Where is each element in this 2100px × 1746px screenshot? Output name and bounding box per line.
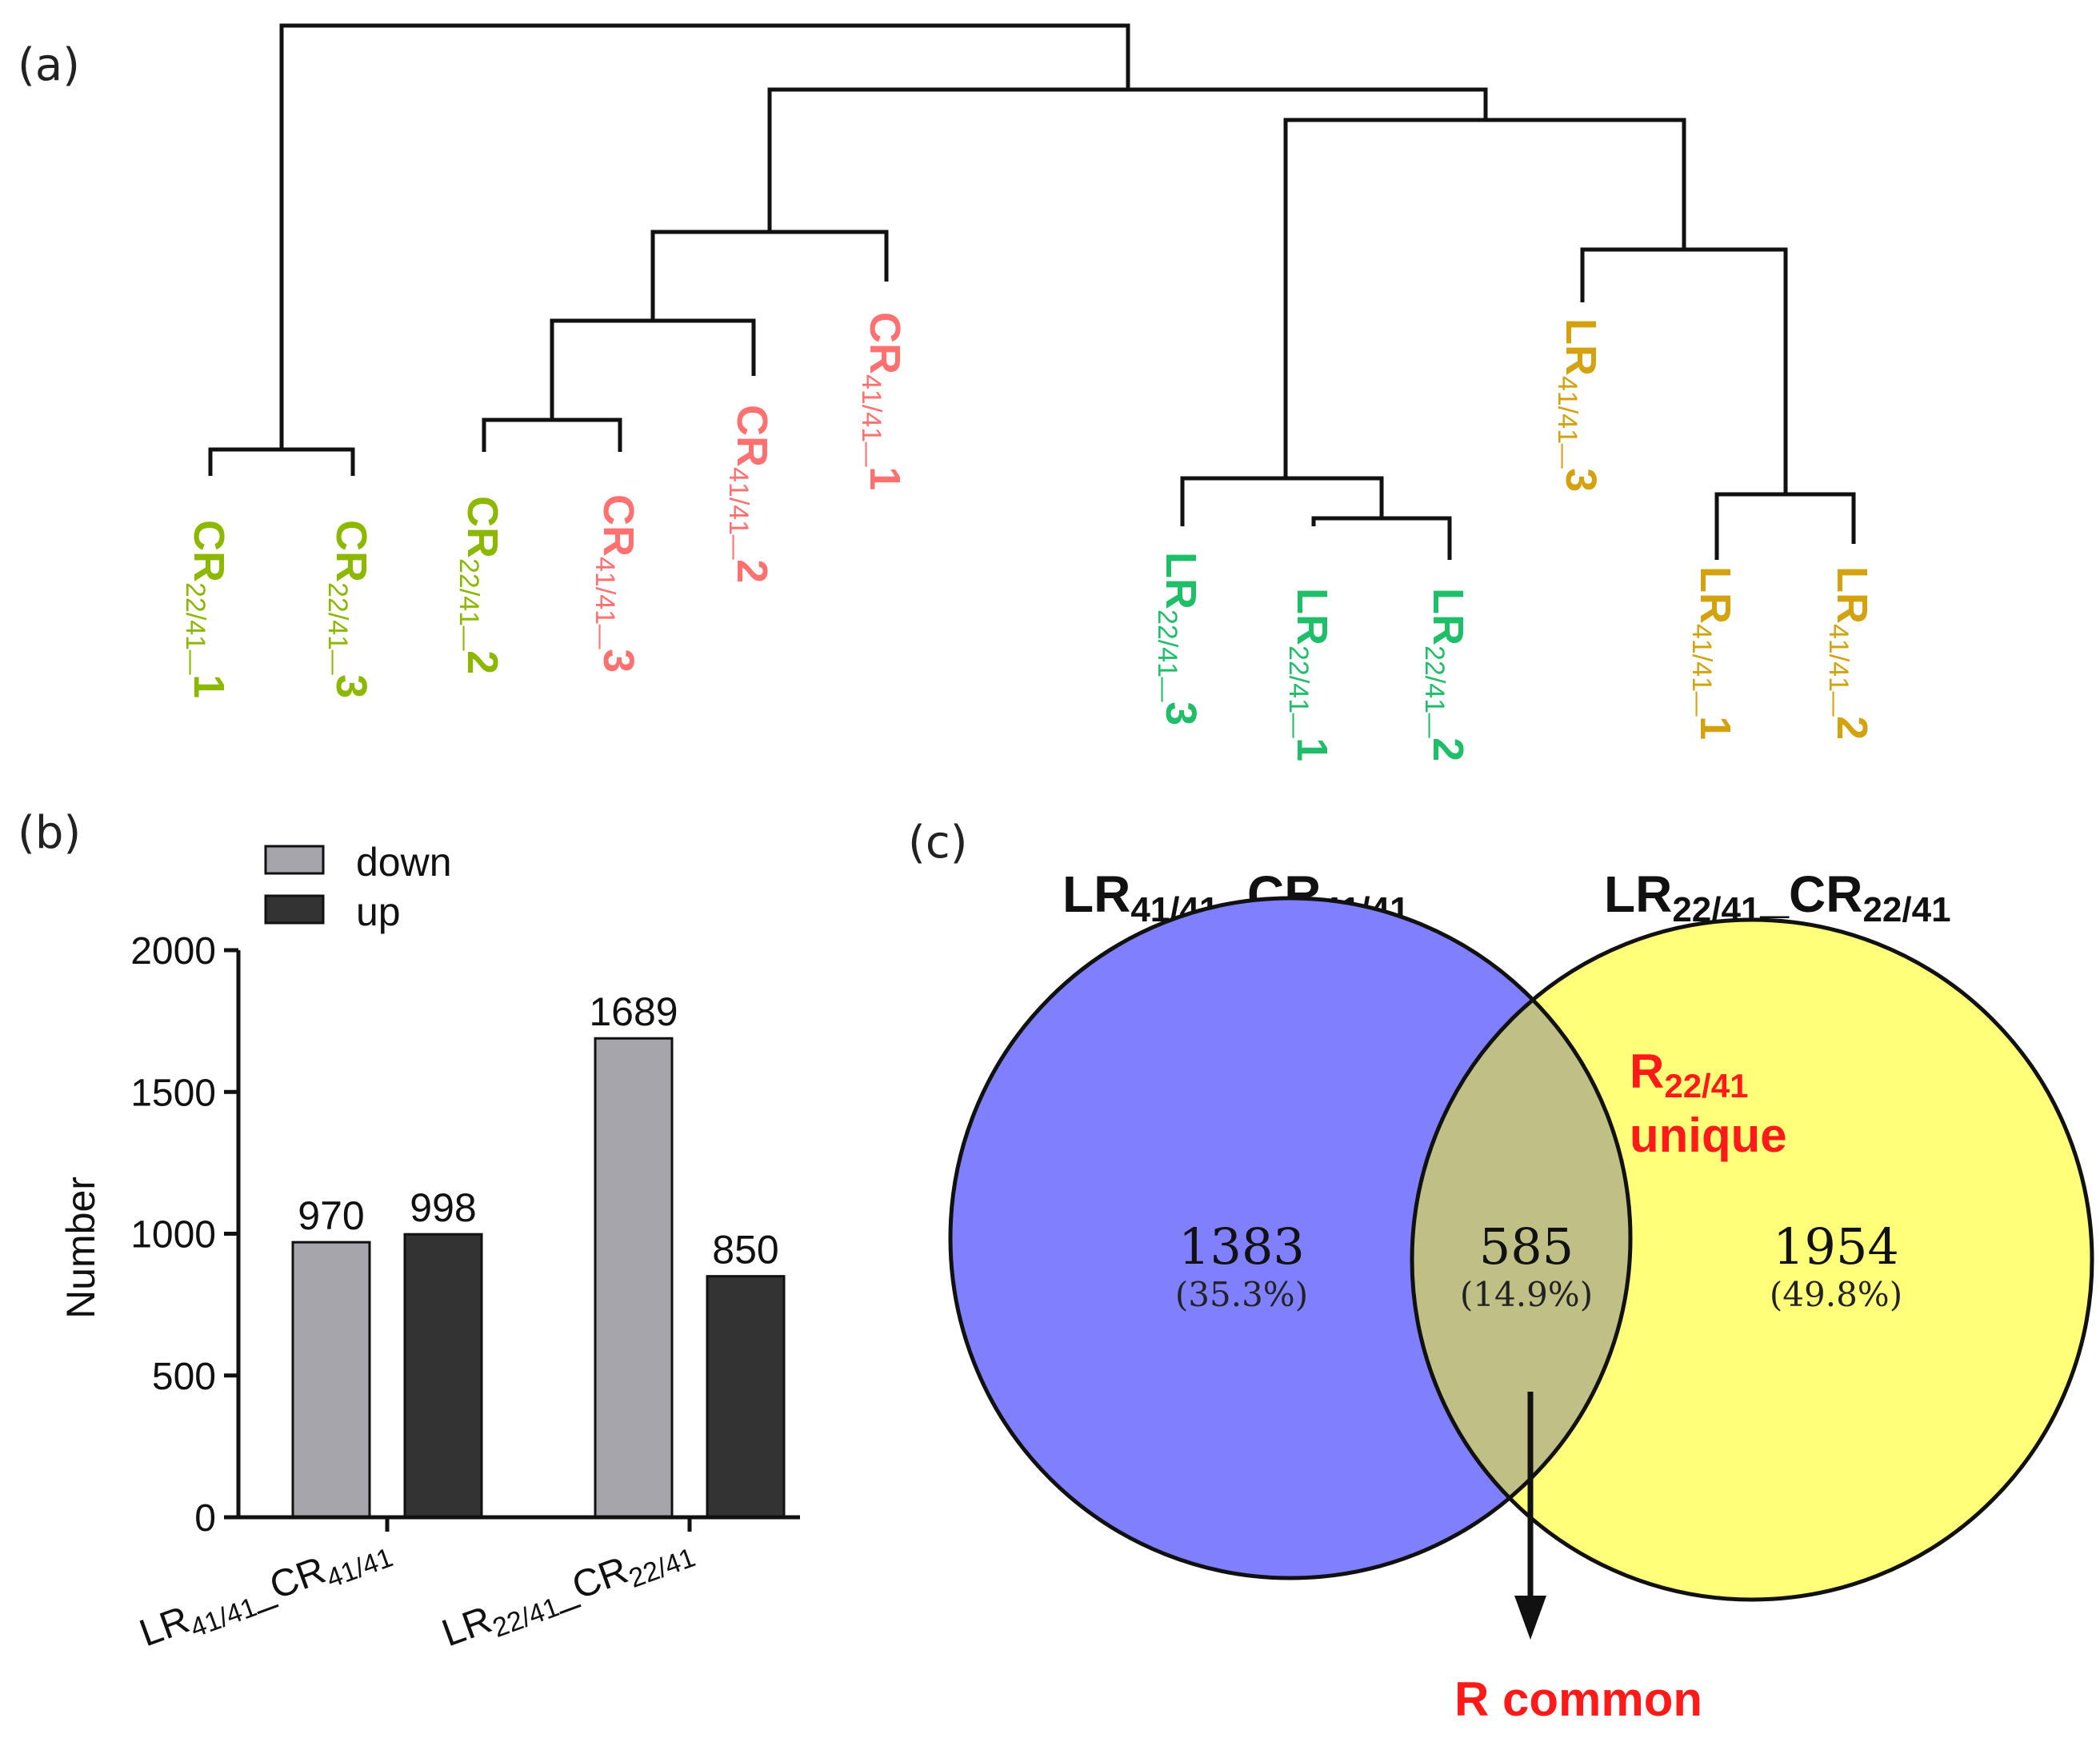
bar-up: [706, 1275, 786, 1519]
dendrogram-leaf-label: CR22/41_2: [454, 496, 506, 674]
dendro-link-root: [279, 23, 1130, 449]
dendrogram-leaf-label: CR41/41_3: [590, 494, 642, 673]
unique-label-line2: unique: [1630, 1109, 1787, 1162]
dendrogram-leaf-label: LR22/41_3: [1152, 552, 1205, 725]
bars: 970 1689 998 850: [291, 989, 786, 1519]
data-label: 998: [410, 1185, 476, 1230]
venn-count-overlap: 585: [1479, 1217, 1574, 1276]
legend-swatch-up: [264, 894, 325, 925]
dendrogram-leaf-label: LR41/41_3: [1552, 318, 1605, 492]
dendrogram-leaf-label: CR41/41_2: [723, 405, 776, 583]
venn-count-left: 1383: [1178, 1217, 1305, 1276]
y-axis-title: Number: [58, 1177, 103, 1319]
dendrogram-leaf-label: LR22/41_2: [1419, 588, 1472, 761]
dendrogram-leaves: CR22/41_1 CR22/41_3 CR22/41_2 CR41/41_3 CR41…: [180, 312, 1876, 761]
y-tick-label: 500: [152, 1356, 216, 1398]
dendrogram-leaf-label: LR22/41_1: [1283, 588, 1336, 761]
venn-pct-left: (35.3%): [1175, 1275, 1308, 1314]
legend-swatch-down: [264, 845, 325, 875]
dendro-link-cr41-1: [650, 230, 889, 321]
venn-circle-left-outline: [948, 896, 1633, 1580]
x-axis: LR41/41_CR41/41 LR22/41_CR22/41: [134, 1515, 800, 1660]
unique-label: R22/41: [1630, 1045, 1748, 1105]
legend-label-up: up: [356, 889, 401, 934]
dendrogram-leaf-label: LR41/41_2: [1823, 566, 1876, 740]
data-label: 850: [712, 1228, 778, 1273]
x-tick-label: LR22/41_CR22/41: [437, 1526, 699, 1660]
dendro-link-lr41-12: [1714, 492, 1856, 560]
dendro-link-cr22-2-cr41-3: [482, 418, 622, 452]
dendrogram-leaf-label: CR41/41_1: [856, 312, 909, 490]
panel-label-b: (b): [18, 807, 81, 859]
common-label: R common: [1454, 1672, 1702, 1726]
y-axis: 0 500 1000 1500 2000: [130, 930, 241, 1540]
dendro-link-lr22-3: [1180, 476, 1384, 526]
panel-label-c: (c): [908, 817, 967, 869]
data-label: 970: [298, 1193, 364, 1238]
panel-label-a: (a): [18, 39, 80, 91]
dendrogram-leaf-label: CR22/41_1: [180, 520, 233, 698]
legend: down up: [264, 840, 452, 934]
dendro-link-lr-groups: [1283, 118, 1686, 478]
data-label: 1689: [589, 989, 678, 1034]
dendrogram-leaf-label: LR41/41_1: [1686, 566, 1739, 740]
y-tick-label: 1000: [130, 1214, 216, 1257]
bar-down: [291, 1241, 371, 1519]
dendro-link-lr41-3: [1580, 247, 1788, 494]
y-tick-label: 0: [194, 1497, 216, 1540]
dendro-link-lr22-12: [1311, 516, 1452, 560]
dendrogram: [208, 23, 1856, 560]
dendro-link-cr-lr: [767, 87, 1488, 232]
x-tick-label: LR41/41_CR41/41: [134, 1526, 397, 1660]
venn-count-right: 1954: [1773, 1217, 1899, 1276]
venn-pct-right: (49.8%): [1770, 1275, 1902, 1314]
venn-diagram: LR41/41_CR41/41 LR22/41_CR22/41 1383 (35…: [948, 865, 2094, 1726]
dendro-link-cr22-13: [208, 447, 355, 476]
bar-up: [403, 1233, 483, 1519]
venn-pct-overlap: (14.9%): [1460, 1275, 1593, 1314]
bar-down: [594, 1037, 674, 1519]
y-tick-label: 1500: [130, 1072, 216, 1114]
common-arrow-head: [1514, 1596, 1546, 1640]
venn-circle-right-outline: [1410, 917, 2094, 1602]
dendrogram-leaf-label: CR22/41_3: [322, 520, 375, 698]
y-tick-label: 2000: [130, 930, 216, 973]
dendro-link-cr41-2: [550, 318, 756, 420]
legend-label-down: down: [356, 840, 452, 885]
